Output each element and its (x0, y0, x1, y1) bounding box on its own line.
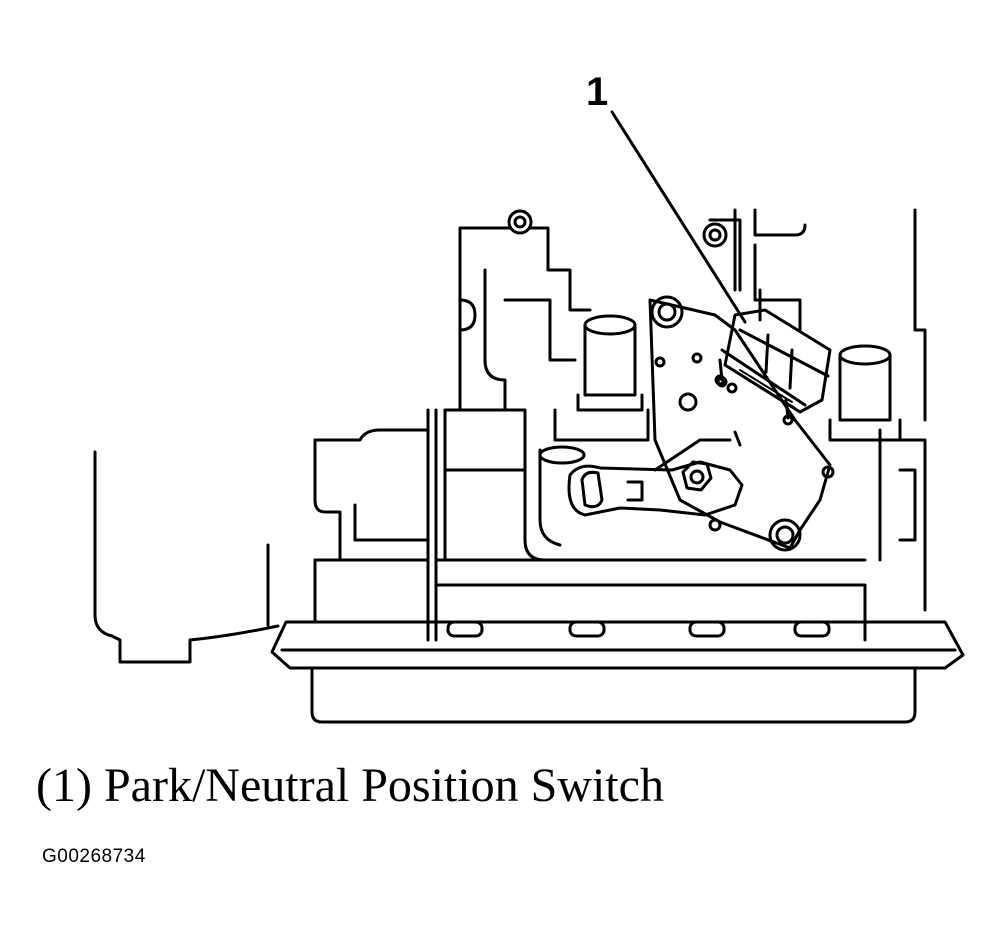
mounting-holes (507, 209, 728, 248)
callout-number: 1 (586, 70, 609, 114)
manual-shaft-lever (567, 430, 744, 517)
solenoid-bodies (443, 314, 902, 562)
diagram-caption: (1) Park/Neutral Position Switch (36, 759, 664, 812)
switch-mounting-plate (648, 295, 835, 552)
valve-body-housing (313, 208, 927, 642)
callout-leader-line (610, 110, 747, 324)
figure-id: G00268734 (42, 846, 146, 867)
oil-pan (270, 620, 965, 724)
pan-bolt-bosses (446, 620, 831, 638)
wiring-harness (93, 450, 280, 664)
park-neutral-position-switch (716, 308, 832, 426)
